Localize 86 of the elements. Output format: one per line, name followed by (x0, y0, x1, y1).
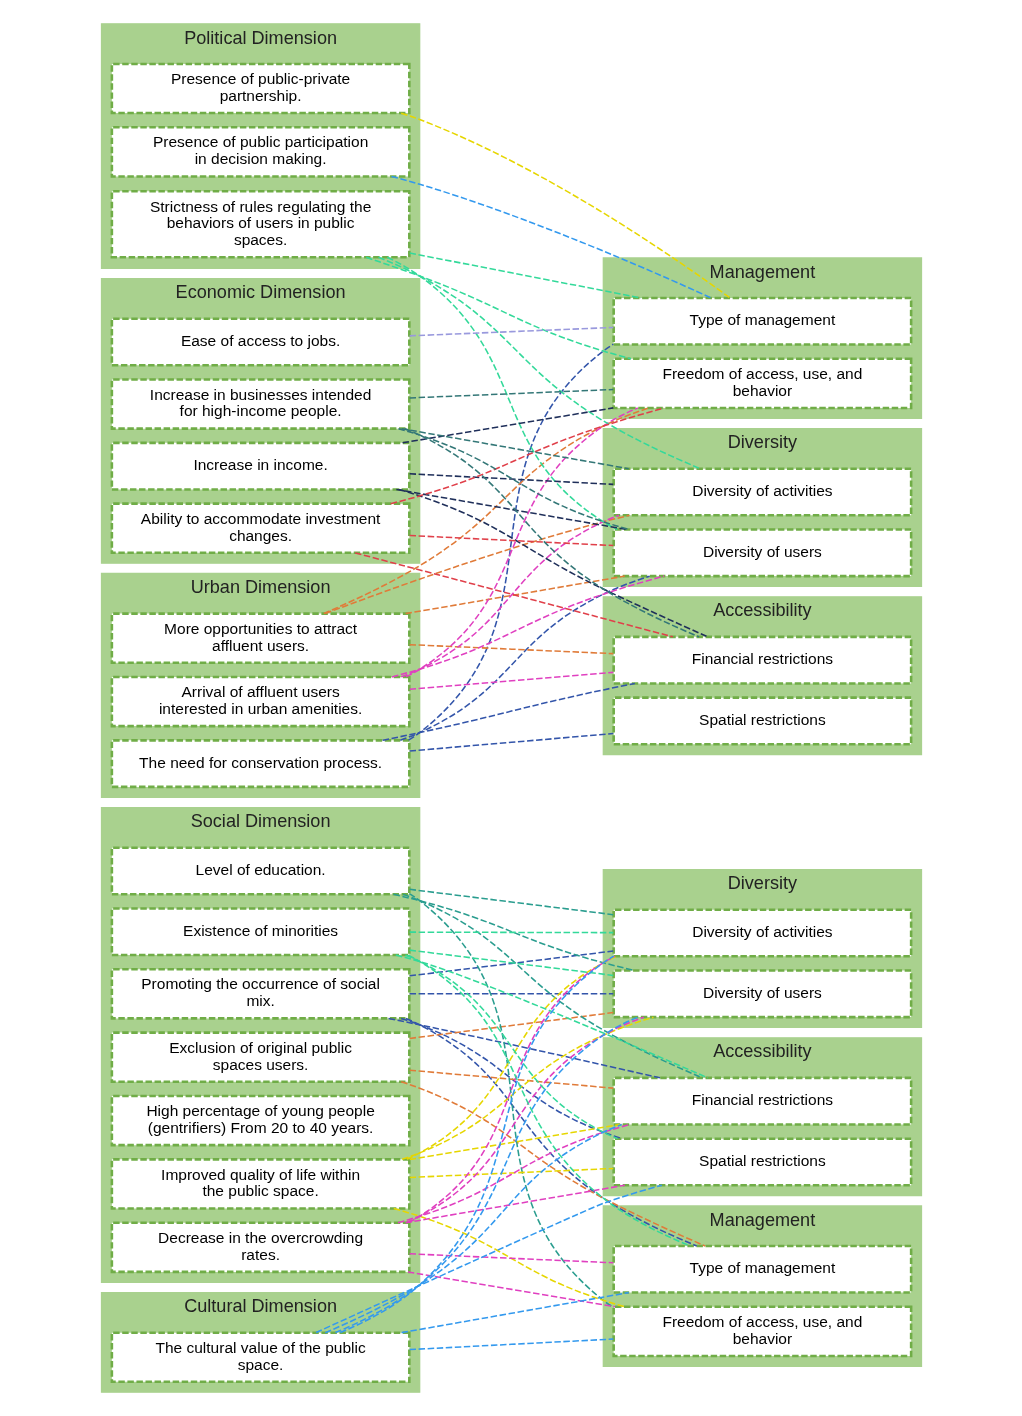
connector (404, 575, 626, 615)
connector (381, 682, 636, 742)
connector (392, 1207, 626, 1308)
node-box: Level of education. (110, 846, 411, 896)
node-box: Spatial restrictions (611, 1137, 912, 1187)
connector (401, 407, 614, 444)
node-box: The need for conservation process. (110, 739, 411, 789)
node-box: Diversity of activities (611, 467, 912, 517)
connector (408, 892, 614, 1309)
connector (400, 1016, 654, 1161)
connector (399, 514, 620, 678)
node-box: High percentage of young people (gentrifiers) From 20 to 40 years. (110, 1094, 411, 1147)
connector (407, 955, 615, 1224)
connector (396, 1123, 631, 1224)
node-box: Existence of minorities (110, 907, 411, 957)
connector (399, 1081, 706, 1247)
node-box: Improved quality of life within the public space. (110, 1158, 411, 1210)
connector (395, 488, 628, 531)
connector (390, 575, 665, 678)
node-box: Freedom of access, use, and behavior (611, 1305, 912, 1358)
connector (408, 931, 614, 934)
connector (408, 1123, 621, 1161)
node-box: The cultural value of the public space. (110, 1331, 411, 1384)
connector (390, 175, 712, 299)
connector (404, 1017, 698, 1247)
connector (408, 388, 614, 399)
connector (364, 256, 632, 360)
node-box: Type of management (611, 296, 912, 346)
connector (408, 326, 614, 337)
connector (408, 1253, 614, 1264)
connector (377, 256, 701, 470)
connector (407, 343, 614, 741)
node-box: Exclusion of original public spaces users. (110, 1031, 411, 1084)
node-box: Type of management (611, 1244, 912, 1294)
node-box: Decrease in the overcrowding rates. (110, 1221, 411, 1274)
node-box: Presence of public-private partnership. (110, 62, 411, 115)
connector (404, 1184, 626, 1224)
connector (387, 1017, 661, 1079)
node-box: Spatial restrictions (611, 696, 912, 746)
connector (394, 954, 708, 1079)
connector (406, 1271, 616, 1308)
connector (399, 1017, 623, 1140)
connector (397, 488, 708, 638)
connector (403, 427, 700, 638)
connector (408, 888, 614, 916)
connector (397, 427, 630, 531)
connector (404, 407, 639, 678)
node-box: Increase in income. (110, 441, 411, 491)
node-box: Ability to accommodate investment changes. (110, 502, 411, 555)
connector (405, 1016, 645, 1224)
connector (400, 1291, 629, 1334)
connector (401, 893, 703, 1079)
connector (408, 1069, 614, 1089)
node-box: Diversity of users (611, 528, 912, 578)
node-box: Diversity of activities (611, 908, 912, 958)
connector (408, 993, 614, 995)
connector (323, 514, 630, 615)
connector (408, 1338, 614, 1351)
node-box: Arrival of affluent users interested in urban amenities. (110, 675, 411, 728)
node-box: Diversity of users (611, 969, 912, 1019)
connector (408, 1167, 614, 1179)
connector (406, 954, 691, 1247)
connector (399, 575, 650, 741)
node-box: Strictness of rules regulating the behaviors of users in public spaces. (110, 190, 411, 259)
connector (408, 534, 614, 547)
connector (392, 893, 635, 972)
node-box: Freedom of access, use, and behavior (611, 357, 912, 410)
connector (408, 1011, 614, 1040)
node-box: Ease of access to jobs. (110, 317, 411, 367)
connector (408, 643, 614, 655)
connector (324, 1123, 622, 1334)
connector (386, 256, 618, 531)
node-box: More opportunities to attract affluent users. (110, 612, 411, 665)
node-box: Financial restrictions (611, 1076, 912, 1126)
connector (399, 112, 731, 299)
node-box: Increase in businesses intended for high-income people. (110, 378, 411, 430)
node-box: Presence of public participation in decision making. (110, 126, 411, 178)
connector (339, 955, 614, 1334)
connector (400, 427, 629, 470)
connector (334, 1016, 638, 1334)
connector (408, 671, 614, 691)
connector (322, 407, 650, 615)
node-box: Financial restrictions (611, 635, 912, 685)
connector (408, 473, 614, 486)
connector (408, 732, 614, 752)
node-box: Promoting the occurrence of social mix. (110, 967, 411, 1020)
